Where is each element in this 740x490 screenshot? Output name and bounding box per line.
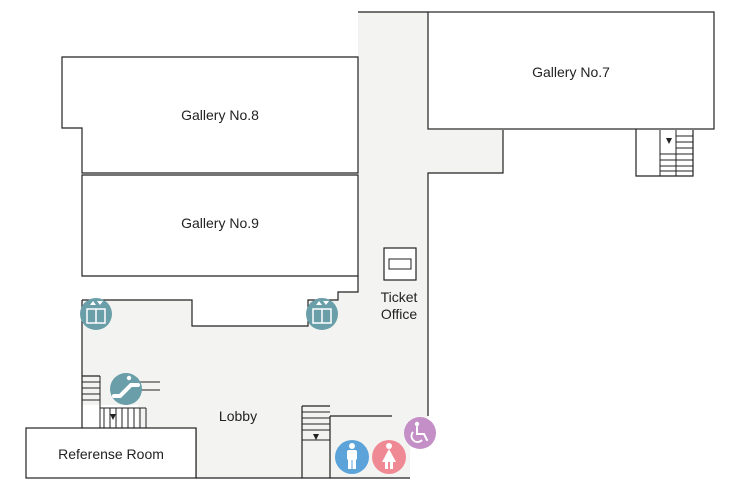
elevator-icon[interactable]	[80, 298, 112, 330]
reference-room-label: Referense Room	[58, 446, 164, 462]
elevator-icon[interactable]	[306, 298, 338, 330]
ticket-office[interactable]: Ticket Office	[381, 247, 418, 322]
ticket-office-label-2: Office	[381, 306, 418, 322]
ticket-office-label-1: Ticket	[381, 289, 418, 305]
gallery-9-label: Gallery No.9	[181, 215, 259, 231]
gallery-8[interactable]: Gallery No.8	[61, 56, 359, 174]
stairs-lobby	[301, 405, 330, 478]
gallery-7[interactable]: Gallery No.7	[427, 11, 715, 130]
wheelchair-icon[interactable]	[404, 417, 436, 449]
gallery-8-label: Gallery No.8	[181, 107, 259, 123]
gallery-7-label: Gallery No.7	[532, 64, 610, 80]
womens-restroom-icon[interactable]	[372, 440, 406, 474]
escalator-icon[interactable]	[110, 373, 142, 405]
reference-room[interactable]: Referense Room	[25, 427, 197, 479]
stairs-left	[81, 375, 160, 428]
stairs-gallery-7	[635, 129, 694, 177]
lobby-label: Lobby	[219, 408, 257, 424]
gallery-9[interactable]: Gallery No.9	[81, 174, 359, 277]
mens-restroom-icon[interactable]	[335, 440, 369, 474]
corridor-floor	[82, 12, 503, 478]
